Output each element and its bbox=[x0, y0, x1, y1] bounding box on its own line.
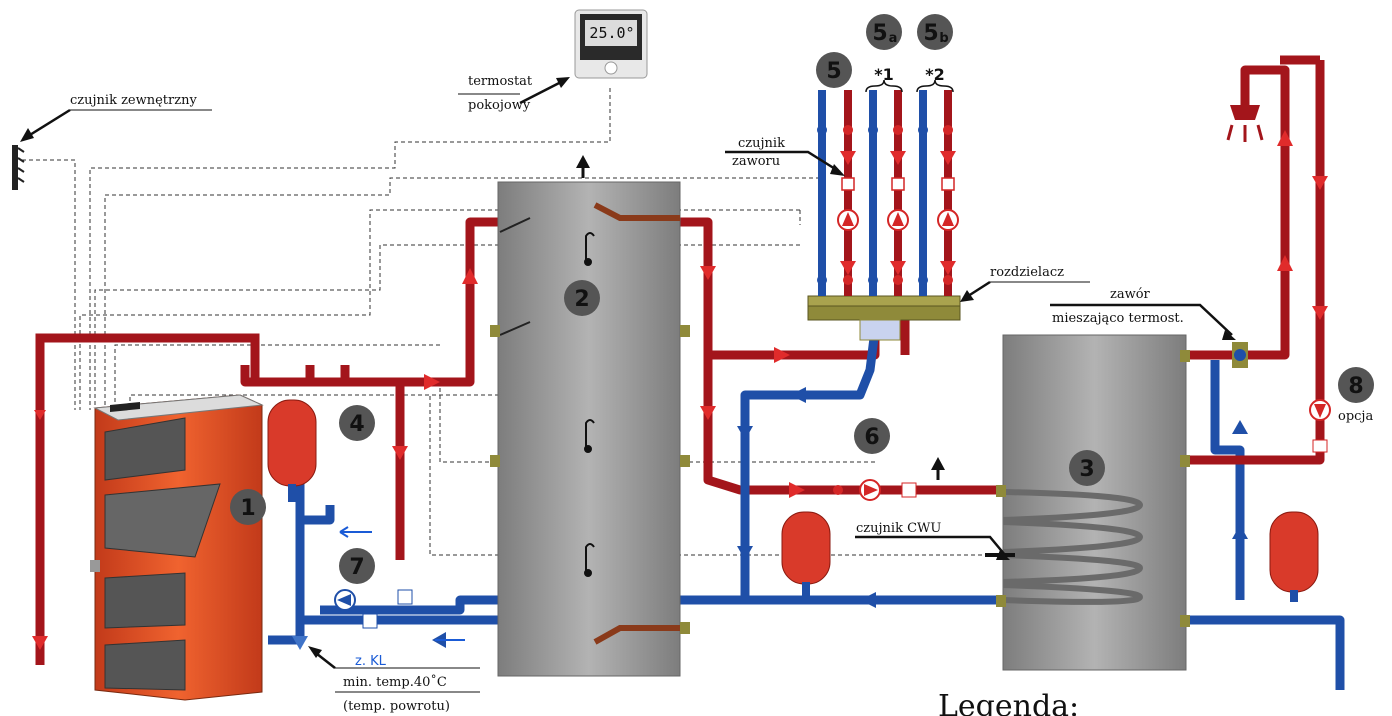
mixing-valve-label-1: zawór bbox=[1110, 287, 1151, 302]
thermostat-display: 25.0° bbox=[589, 24, 634, 42]
badge-8: 8 bbox=[1338, 367, 1374, 403]
badge-2: 2 bbox=[564, 280, 600, 316]
svg-text:5: 5 bbox=[826, 59, 841, 84]
heating-circuits bbox=[817, 90, 959, 296]
hot-arrows bbox=[392, 266, 805, 498]
manifold bbox=[807, 295, 961, 341]
badge-3: 3 bbox=[1069, 450, 1105, 486]
badge-1: 1 bbox=[230, 489, 266, 525]
optional-label: opcja bbox=[1338, 409, 1373, 424]
svg-text:4: 4 bbox=[349, 412, 364, 437]
badge-4: 4 bbox=[339, 405, 375, 441]
manifold-label: rozdzielacz bbox=[990, 265, 1064, 280]
pointer-arrows bbox=[24, 78, 1233, 669]
badge-5: 5 bbox=[816, 52, 852, 88]
circuit-pumps bbox=[837, 209, 959, 231]
return-pump bbox=[334, 589, 413, 629]
star2-label: *2 bbox=[925, 65, 945, 84]
outdoor-sensor-icon bbox=[12, 145, 25, 190]
left-hot-line bbox=[32, 333, 260, 665]
mixing-valve-label-2: mieszająco termost. bbox=[1052, 311, 1184, 326]
svg-text:a: a bbox=[889, 31, 898, 46]
dhw-sensor-label: czujnik CWU bbox=[856, 521, 941, 536]
svg-text:2: 2 bbox=[574, 287, 589, 312]
shower-head bbox=[1226, 105, 1264, 142]
svg-text:3: 3 bbox=[1079, 457, 1094, 482]
boiler bbox=[90, 394, 264, 701]
circulation-pump bbox=[1309, 399, 1331, 453]
svg-text:5: 5 bbox=[923, 21, 938, 46]
dhw-tank bbox=[985, 334, 1190, 671]
text-labels: czujnik zewnętrzny termostat pokojowy cz… bbox=[70, 74, 1373, 716]
check-valve-label: z. KL bbox=[355, 654, 387, 669]
thermostat-label-1: termostat bbox=[468, 74, 533, 89]
dhw-hot-pipes bbox=[1190, 55, 1325, 465]
outdoor-sensor-label: czujnik zewnętrzny bbox=[70, 93, 197, 108]
svg-text:7: 7 bbox=[349, 555, 364, 580]
buffer-sensor-icon bbox=[584, 232, 595, 577]
pointer-arrowheads bbox=[20, 77, 1236, 658]
return-temp-label: (temp. powrotu) bbox=[343, 699, 450, 714]
svg-text:b: b bbox=[939, 31, 948, 46]
valve-sensor-label-2: zaworu bbox=[732, 154, 780, 169]
badge-5b: 5 b bbox=[917, 14, 953, 50]
min-temp-label: min. temp.40˚C bbox=[343, 674, 447, 690]
loading-pump bbox=[833, 457, 945, 501]
buffer-tank bbox=[490, 155, 690, 677]
room-thermostat: 25.0° bbox=[574, 9, 648, 79]
mixing-valve bbox=[1232, 342, 1248, 368]
badge-7: 7 bbox=[339, 548, 375, 584]
badge-5a: 5 a bbox=[866, 14, 902, 50]
thermostat-label-2: pokojowy bbox=[468, 98, 531, 113]
svg-text:8: 8 bbox=[1348, 374, 1363, 399]
svg-text:5: 5 bbox=[872, 21, 887, 46]
badge-6: 6 bbox=[854, 418, 890, 454]
legend-title: Legenda: bbox=[938, 689, 1079, 716]
svg-text:6: 6 bbox=[864, 425, 879, 450]
star1-label: *1 bbox=[874, 65, 894, 84]
expansion-vessels bbox=[267, 399, 1319, 602]
svg-text:1: 1 bbox=[240, 496, 255, 521]
valve-sensor-label-1: czujnik bbox=[738, 136, 785, 151]
badges: 1 2 3 4 5 5 a 5 b 6 bbox=[230, 14, 1374, 584]
dhw-arrows bbox=[1277, 130, 1328, 320]
thin-flow-arrows bbox=[339, 526, 465, 641]
